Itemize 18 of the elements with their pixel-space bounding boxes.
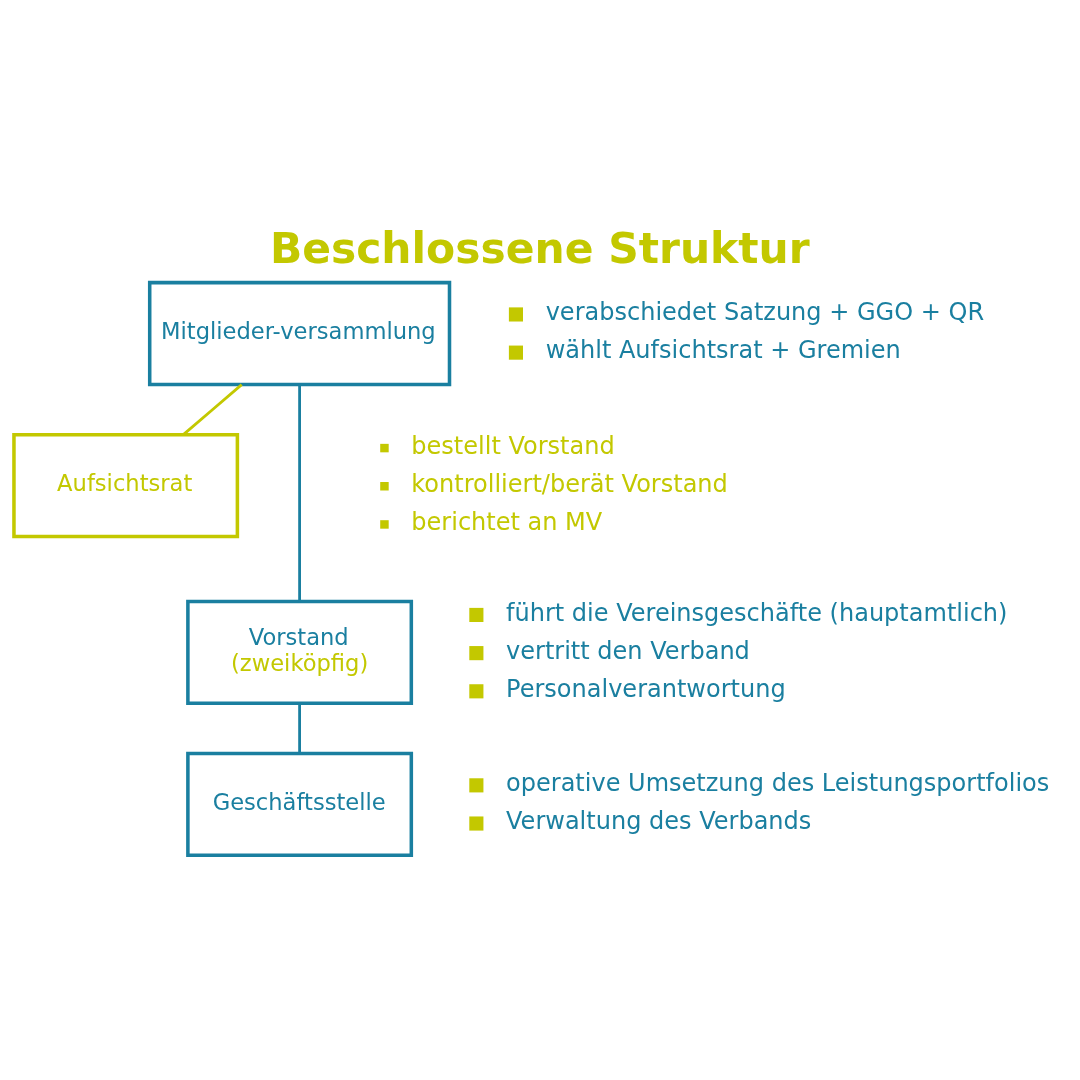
- node-label: verabschiedet Satzung + GGO + QR: [545, 298, 985, 327]
- node-box: Aufsichtsrat: [12, 432, 240, 539]
- node-box: Geschäftsstelle: [186, 751, 414, 858]
- node-box: Mitglieder-versammlung: [147, 280, 452, 387]
- node-label: Verwaltung des Verbands: [506, 807, 812, 836]
- node-box: Vorstand (zweiköpfig): [186, 599, 414, 706]
- connector: [298, 385, 301, 602]
- node-label: bestellt Vorstand: [411, 431, 615, 460]
- node-label: vertritt den Verband: [506, 636, 750, 665]
- node-label: wählt Aufsichtsrat + Gremien: [545, 336, 901, 365]
- node-label: führt die Vereinsgeschäfte (hauptamtlich): [506, 598, 1008, 627]
- node-label: berichtet an MV: [411, 508, 603, 537]
- connector: [183, 383, 243, 436]
- connector: [298, 703, 301, 754]
- node-label: operative Umsetzung des Leistungsportfolios: [506, 769, 1050, 798]
- diagram-title: Beschlossene Struktur: [269, 223, 810, 273]
- node-label: kontrolliert/berät Vorstand: [411, 470, 728, 499]
- node-label: Personalverantwortung: [506, 675, 786, 704]
